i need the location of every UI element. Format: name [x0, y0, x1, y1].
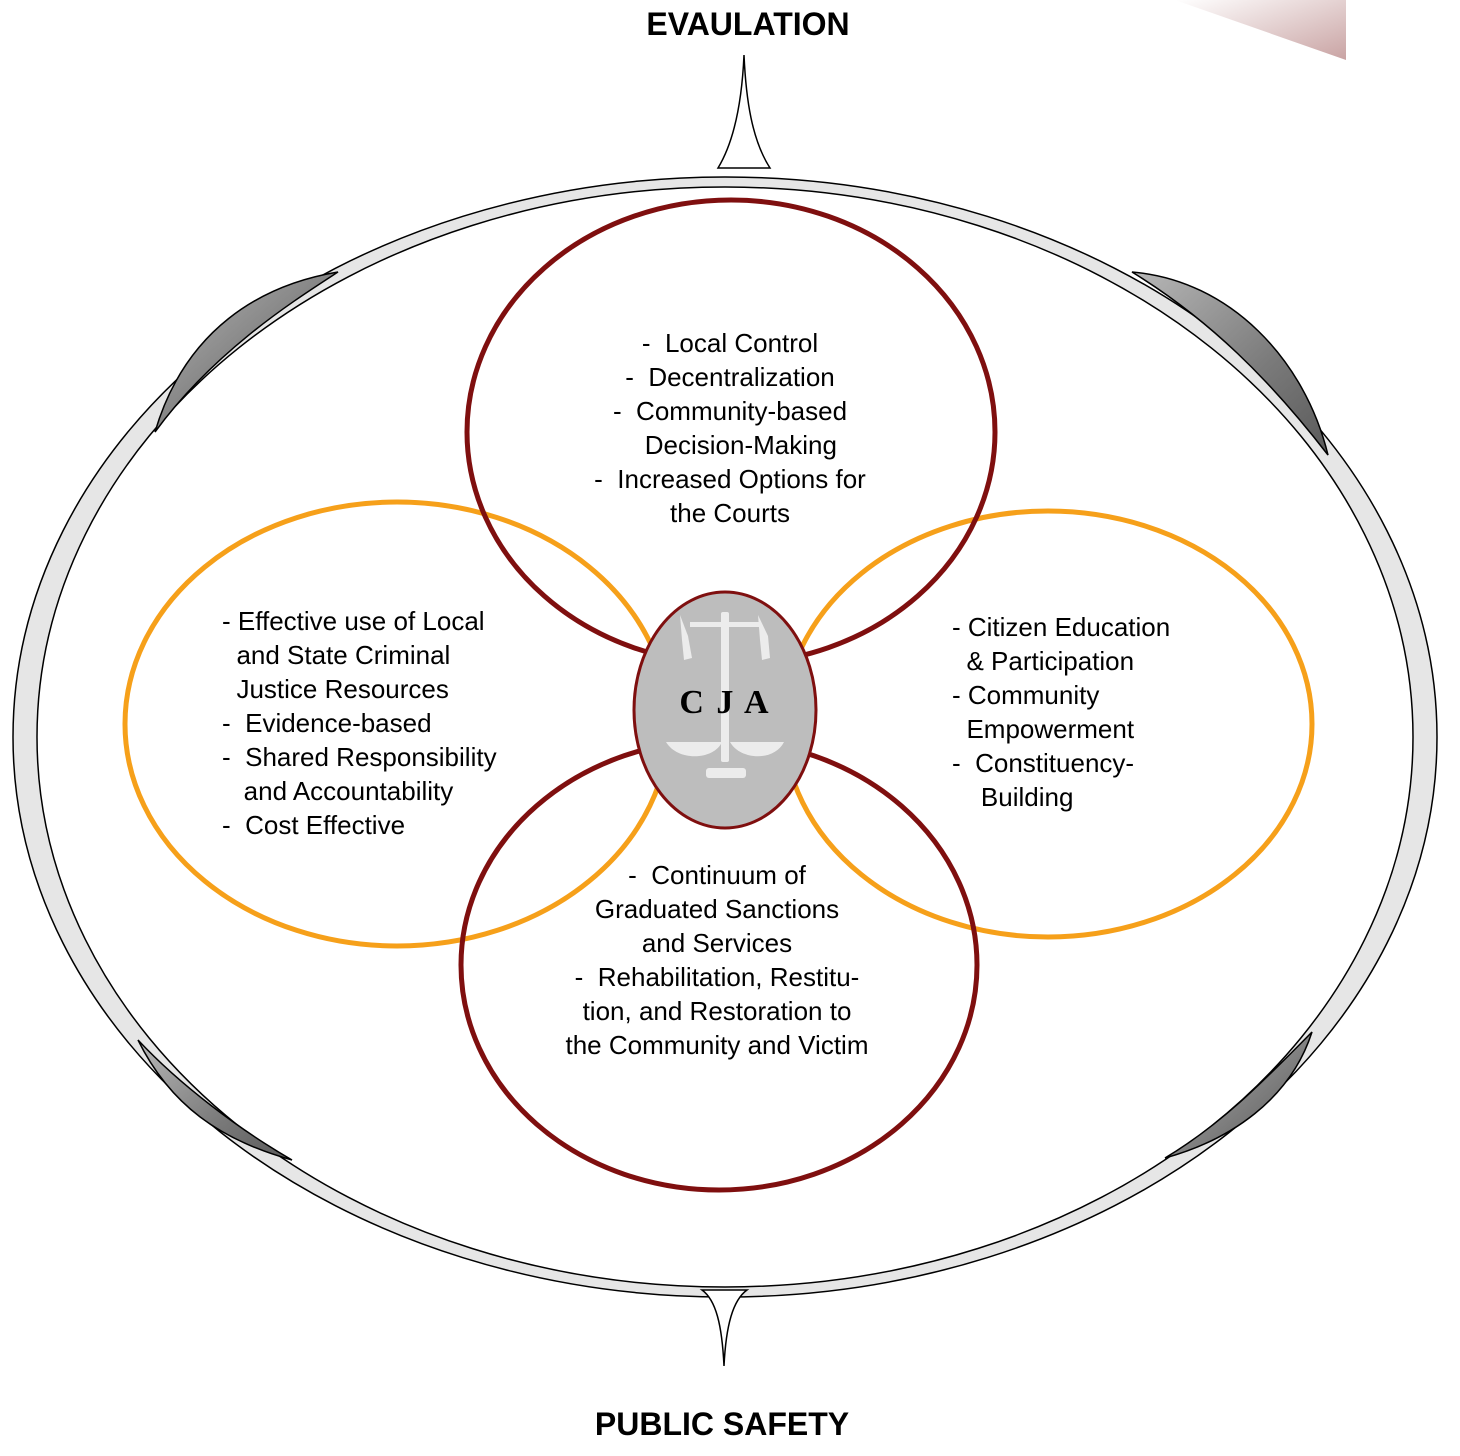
text-line: - Local Control [641, 328, 819, 358]
text-line: Graduated Sanctions [594, 894, 840, 924]
text-line: and Services [641, 928, 793, 958]
text-line: Empowerment [952, 714, 1135, 744]
text-line: - Increased Options for [594, 464, 866, 494]
lens-bottom-left [137, 1039, 293, 1161]
scales-of-justice-icon [666, 612, 784, 778]
text-line: - Evidence-based [222, 708, 432, 738]
text-line: the Courts [670, 498, 790, 528]
ring-lenses [137, 271, 1329, 1161]
top-arrow [716, 54, 772, 169]
public-safety-label: PUBLIC SAFETY [594, 1406, 850, 1442]
text-line: - Constituency- [952, 748, 1135, 778]
evaluation-label: EVAULATION [646, 6, 850, 42]
text-line: Building [952, 782, 1074, 812]
text-line: - Continuum of [628, 860, 806, 890]
text-line: - Community-based [612, 396, 848, 426]
right-circle-text: - Citizen Education & Participation - Co… [952, 610, 1242, 814]
top-circle-text: - Local Control - Decentralization - Com… [460, 326, 1000, 530]
text-line: - Rehabilitation, Restitu- [574, 962, 860, 992]
text-line: - Citizen Education [952, 612, 1171, 642]
text-line: Justice Resources [222, 674, 449, 704]
bottom-arrow [699, 1289, 750, 1367]
text-line: - Decentralization [625, 362, 835, 392]
cja-label: C J A [679, 684, 771, 721]
text-line: - Shared Responsibility [222, 742, 497, 772]
lens-top-left [154, 271, 339, 433]
text-line: and Accountability [222, 776, 454, 806]
text-line: Decision-Making [623, 430, 837, 460]
text-line: - Effective use of Local [222, 606, 485, 636]
bottom-circle-text: - Continuum of Graduated Sanctions and S… [462, 858, 972, 1062]
text-line: & Participation [952, 646, 1135, 676]
corner-decoration [1175, 0, 1346, 60]
cja-seal [632, 590, 818, 830]
text-line: tion, and Restoration to [582, 996, 852, 1026]
text-line: the Community and Victim [565, 1030, 869, 1060]
text-line: - Community [952, 680, 1100, 710]
text-line: - Cost Effective [222, 810, 406, 840]
lens-bottom-right [1164, 1031, 1313, 1159]
lens-top-right [1131, 271, 1329, 456]
left-circle-text: - Effective use of Local and State Crimi… [222, 604, 562, 842]
text-line: and State Criminal [222, 640, 451, 670]
